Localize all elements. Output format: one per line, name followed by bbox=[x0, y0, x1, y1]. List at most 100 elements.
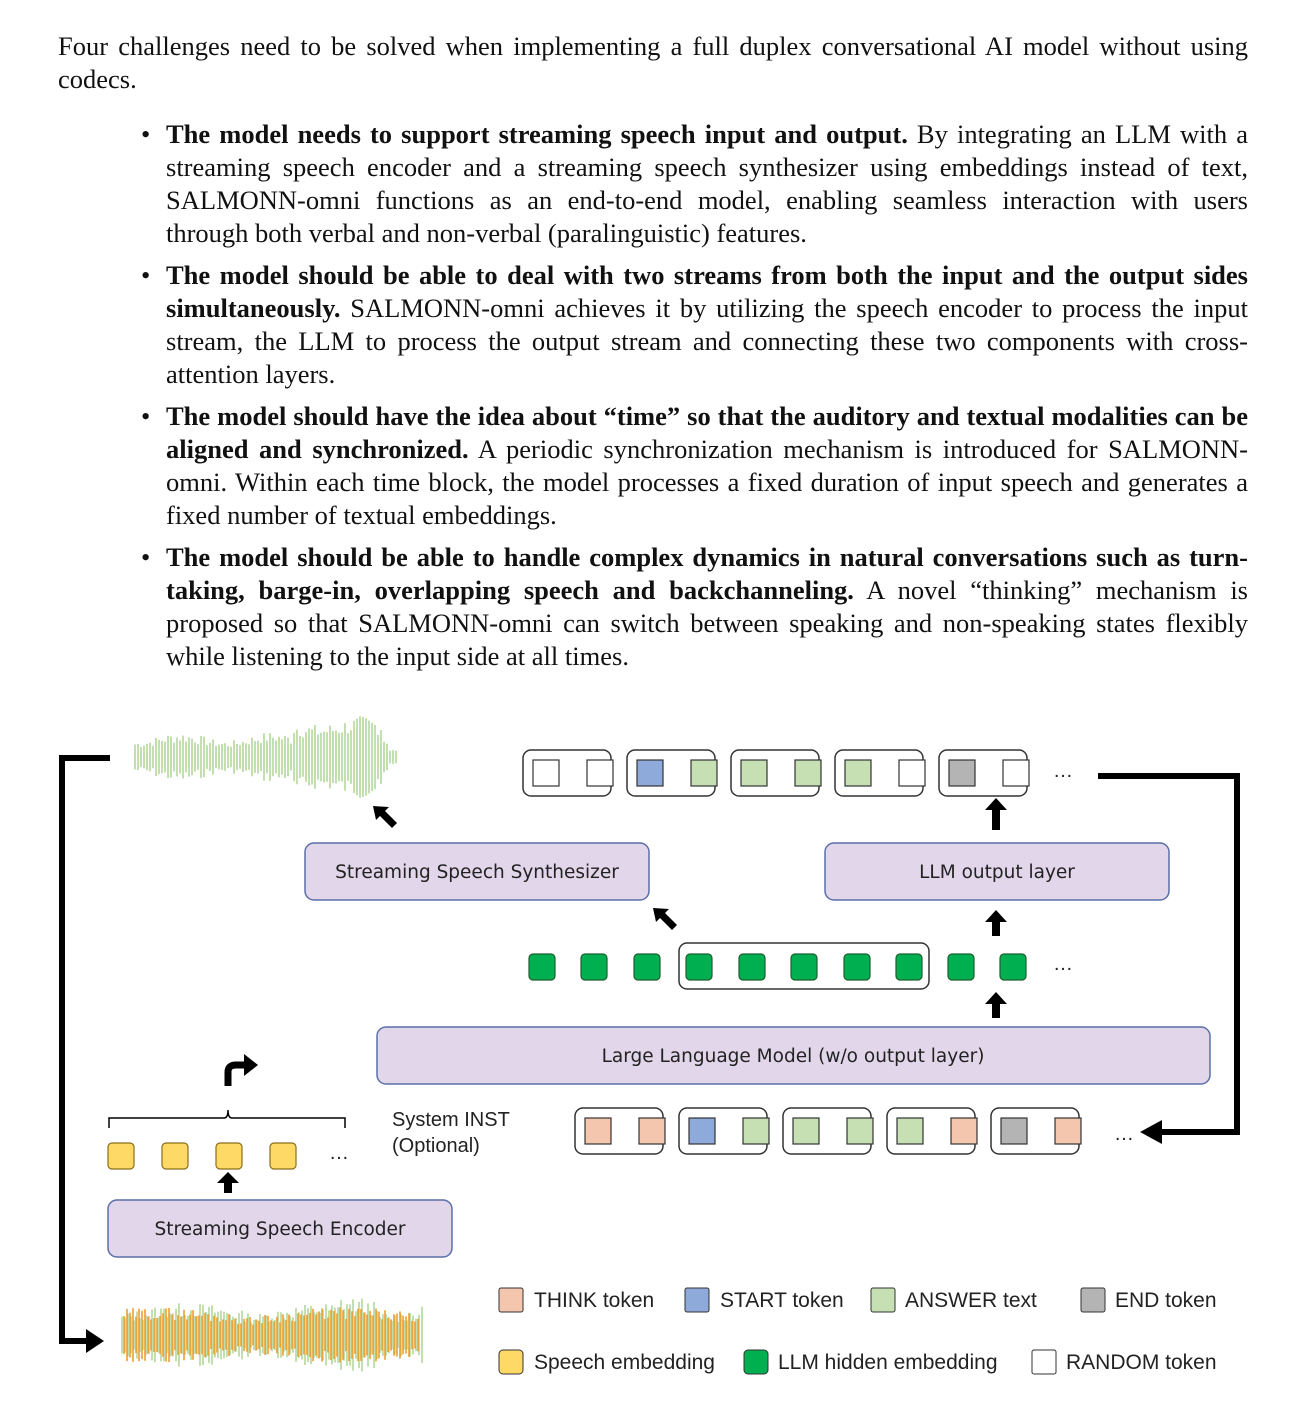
bullet-marker: • bbox=[141, 119, 151, 149]
llm-output-label: LLM output layer bbox=[919, 862, 1075, 883]
up-arrow-icon bbox=[217, 1172, 239, 1193]
bullet-marker: • bbox=[141, 260, 151, 290]
input-speech-waveform-green bbox=[121, 1298, 423, 1372]
hidden-embedding bbox=[843, 953, 871, 981]
think-token bbox=[584, 1117, 612, 1145]
challenge-item-1: • The model needs to support streaming sp… bbox=[141, 118, 1248, 250]
answer-token bbox=[792, 1117, 820, 1145]
intro-paragraph: Four challenges need to be solved when i… bbox=[58, 31, 1248, 94]
random-token bbox=[532, 759, 560, 787]
turn-arrow-head-icon bbox=[244, 1054, 258, 1076]
output-ellipsis: … bbox=[1053, 760, 1073, 782]
legend-label-start: START token bbox=[720, 1289, 844, 1312]
bullet-marker: • bbox=[141, 542, 151, 572]
legend-swatch-think bbox=[498, 1287, 524, 1313]
legend: THINK token START token ANSWER text END … bbox=[498, 1287, 1217, 1375]
up-arrow-icon bbox=[985, 910, 1007, 936]
paper-text: Four challenges need to be solved when i… bbox=[58, 30, 1248, 682]
answer-token bbox=[896, 1117, 924, 1145]
llm-output-layer-module: LLM output layer bbox=[824, 842, 1170, 901]
legend-swatch-speech bbox=[498, 1349, 524, 1375]
challenge-2-text: SALMONN-omni achieves it by utilizing th… bbox=[166, 293, 1248, 389]
llm-module: Large Language Model (w/o output layer) bbox=[376, 1026, 1211, 1085]
hidden-embedding bbox=[738, 953, 766, 981]
legend-label-hidden: LLM hidden embedding bbox=[778, 1351, 998, 1374]
input-token-row bbox=[574, 1107, 1082, 1155]
think-token bbox=[638, 1117, 666, 1145]
hidden-embedding bbox=[580, 953, 608, 981]
hidden-embedding bbox=[790, 953, 818, 981]
challenge-item-3: • The model should have the idea about “t… bbox=[141, 400, 1249, 532]
challenge-list: • The model needs to support streaming sp… bbox=[58, 118, 1248, 673]
legend-label-think: THINK token bbox=[534, 1289, 654, 1312]
challenge-3-bold: The model should have the idea about “ti… bbox=[166, 401, 1248, 464]
start-token bbox=[688, 1117, 716, 1145]
hidden-embedding bbox=[999, 953, 1027, 981]
llm-label: Large Language Model (w/o output layer) bbox=[602, 1046, 985, 1067]
synthesized-speech-waveform bbox=[134, 716, 397, 798]
challenge-1-bold: The model needs to support streaming spe… bbox=[166, 119, 908, 149]
up-arrow-icon bbox=[985, 992, 1007, 1018]
speech-embedding bbox=[269, 1142, 297, 1170]
answer-token bbox=[846, 1117, 874, 1145]
input-ellipsis: … bbox=[1114, 1123, 1134, 1145]
legend-label-speech: Speech embedding bbox=[534, 1351, 715, 1374]
answer-token bbox=[690, 759, 718, 787]
architecture-diagram: Streaming Speech Synthesizer LLM output … bbox=[59, 716, 1240, 1375]
hidden-embedding bbox=[528, 953, 556, 981]
hidden-embedding bbox=[633, 953, 661, 981]
think-token bbox=[1054, 1117, 1082, 1145]
bullet-marker: • bbox=[141, 401, 151, 431]
system-inst-optional-label: (Optional) bbox=[392, 1135, 480, 1157]
end-token bbox=[948, 759, 976, 787]
answer-token bbox=[844, 759, 872, 787]
speech-embedding bbox=[107, 1142, 135, 1170]
legend-swatch-random bbox=[1031, 1349, 1057, 1375]
start-token bbox=[636, 759, 664, 787]
think-token bbox=[950, 1117, 978, 1145]
answer-token bbox=[794, 759, 822, 787]
challenge-4-text: A novel “thinking” mechanism is proposed… bbox=[166, 575, 1248, 671]
challenge-item-4: •The model should be able to handle comp… bbox=[141, 541, 1248, 673]
input-speech-waveform-orange bbox=[123, 1307, 419, 1363]
hidden-group bbox=[678, 942, 930, 990]
challenge-2-bold: The model should be able to deal with tw… bbox=[166, 260, 1248, 323]
turn-arrow-icon bbox=[224, 1061, 246, 1086]
challenge-1-text: By integrating an LLM with a streaming s… bbox=[166, 119, 1248, 248]
speech-ellipsis: … bbox=[329, 1142, 349, 1164]
feedback-loop-left-arrowhead-icon bbox=[86, 1329, 104, 1353]
up-arrow-icon bbox=[985, 798, 1007, 830]
answer-token bbox=[740, 759, 768, 787]
end-token bbox=[1000, 1117, 1028, 1145]
feedback-loop-right-arrowhead-icon bbox=[1140, 1120, 1162, 1144]
synthesizer-label: Streaming Speech Synthesizer bbox=[335, 862, 619, 883]
diagonal-arrow-icon bbox=[373, 806, 397, 828]
legend-label-random: RANDOM token bbox=[1066, 1351, 1217, 1374]
legend-swatch-start bbox=[684, 1287, 710, 1313]
hidden-embedding bbox=[895, 953, 923, 981]
random-token bbox=[586, 759, 614, 787]
challenge-item-2: • The model should be able to deal with t… bbox=[141, 259, 1248, 391]
hidden-ellipsis: … bbox=[1053, 953, 1073, 975]
legend-label-end: END token bbox=[1115, 1289, 1217, 1312]
speech-embedding bbox=[215, 1142, 243, 1170]
challenge-3-text: A periodic synchronization mechanism is … bbox=[166, 434, 1249, 530]
speech-embedding bbox=[161, 1142, 189, 1170]
hidden-embedding bbox=[685, 953, 713, 981]
feedback-loop-right-arrow bbox=[1098, 773, 1240, 1135]
random-token bbox=[1002, 759, 1030, 787]
random-token bbox=[898, 759, 926, 787]
encoder-label: Streaming Speech Encoder bbox=[154, 1219, 405, 1240]
legend-swatch-answer bbox=[870, 1287, 896, 1313]
brace bbox=[108, 1109, 346, 1128]
synthesizer-module: Streaming Speech Synthesizer bbox=[304, 842, 650, 901]
feedback-loop-left-arrow bbox=[59, 755, 110, 1344]
legend-label-answer: ANSWER text bbox=[905, 1289, 1037, 1312]
legend-swatch-hidden bbox=[743, 1349, 769, 1375]
output-token-row bbox=[522, 749, 1030, 797]
system-inst-label: System INST bbox=[392, 1109, 510, 1131]
legend-swatch-end bbox=[1080, 1287, 1106, 1313]
encoder-module: Streaming Speech Encoder bbox=[107, 1199, 453, 1258]
diagonal-arrow-icon bbox=[653, 908, 677, 930]
speech-embedding-row bbox=[107, 1142, 297, 1170]
